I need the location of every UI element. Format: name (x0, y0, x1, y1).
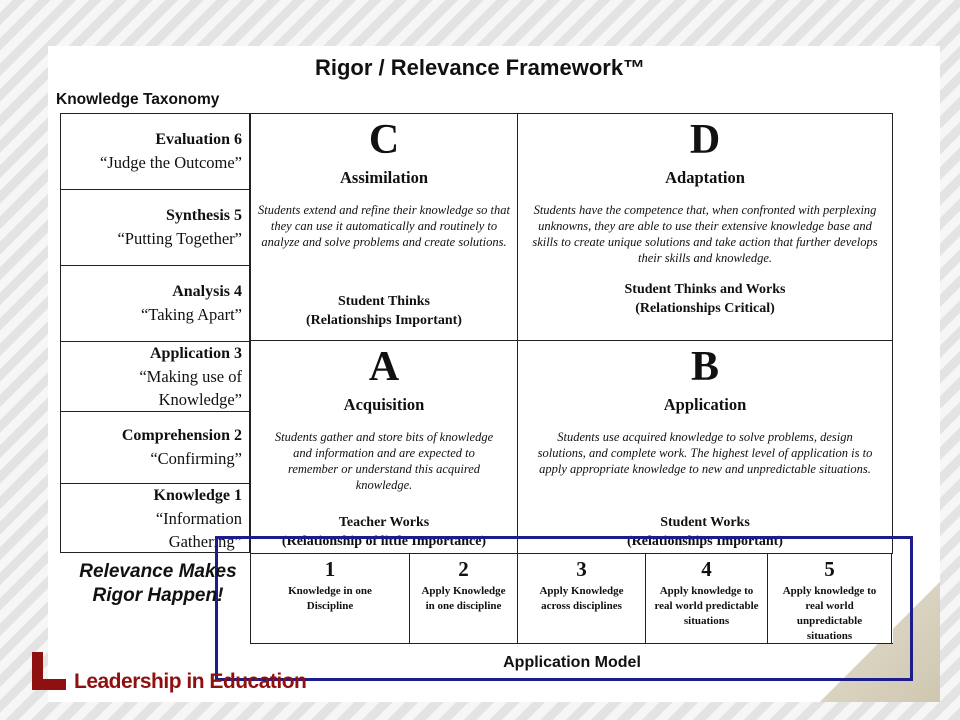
application-level-1: 1 Knowledge in one Discipline (251, 554, 410, 644)
quadrant-letter: B (690, 344, 719, 390)
taxonomy-level-application: Application 3 “Making use of Knowledge” (60, 341, 250, 411)
quadrant-role-block: Student Thinks and Works (Relationships … (519, 280, 891, 318)
application-model-highlight (215, 536, 913, 681)
level-description: “Taking Apart” (140, 305, 242, 324)
quadrant-d: D Adaptation Students have the competenc… (519, 118, 891, 338)
quadrant-relationship: (Relationships Important) (306, 313, 462, 328)
leadership-logo-icon (32, 652, 66, 690)
application-level-3: 3 Apply Knowledge across disciplines (518, 554, 646, 644)
level-description: “Making use of Knowledge” (139, 367, 242, 409)
application-description: Apply knowledge to real world predictabl… (654, 585, 759, 627)
quadrant-role-block: Student Thinks (Relationships Important) (252, 292, 516, 330)
quadrant-a: A Acquisition Students gather and store … (252, 345, 516, 552)
quadrant-role: Student Works (660, 515, 750, 530)
quadrant-letter: D (689, 117, 721, 163)
quadrant-description: Students extend and refine their knowled… (258, 203, 510, 249)
quadrant-divider-horizontal (250, 340, 893, 341)
application-scale (250, 553, 893, 644)
level-description: “Judge the Outcome” (99, 153, 242, 172)
quadrant-letter: C (368, 117, 400, 163)
quadrant-b: B Application Students use acquired know… (519, 345, 891, 552)
level-name: Application 3 (149, 345, 242, 362)
quadrant-grid (250, 113, 893, 554)
quadrant-description: Students use acquired knowledge to solve… (537, 430, 873, 476)
application-number: 3 (576, 557, 587, 581)
taxonomy-level-synthesis: Synthesis 5 “Putting Together” (60, 189, 250, 265)
knowledge-taxonomy-heading: Knowledge Taxonomy (56, 91, 220, 108)
application-description: Knowledge in one Discipline (288, 585, 372, 612)
relevance-caption: Relevance Makes Rigor Happen! (79, 561, 237, 606)
application-number: 4 (701, 557, 712, 581)
quadrant-c: C Assimilation Students extend and refin… (252, 118, 516, 338)
application-number: 2 (458, 557, 469, 581)
taxonomy-level-evaluation: Evaluation 6 “Judge the Outcome” (60, 113, 250, 189)
quadrant-name: Adaptation (665, 168, 745, 187)
quadrant-relationship: (Relationships Critical) (635, 301, 775, 316)
quadrant-description: Students gather and store bits of knowle… (274, 430, 494, 492)
level-description: “Confirming” (150, 449, 242, 468)
application-level-2: 2 Apply Knowledge in one discipline (410, 554, 518, 644)
level-name: Evaluation 6 (155, 131, 242, 148)
level-name: Comprehension 2 (121, 427, 242, 444)
logo-wordmark: Leadership in Education (74, 670, 307, 693)
application-description: Apply Knowledge in one discipline (421, 585, 506, 612)
level-name: Synthesis 5 (165, 207, 242, 224)
quadrant-role: Student Thinks and Works (624, 282, 786, 297)
level-description: “Putting Together” (117, 229, 242, 248)
application-number: 1 (324, 557, 336, 581)
application-level-4: 4 Apply knowledge to real world predicta… (646, 554, 768, 644)
level-name: Analysis 4 (172, 283, 242, 300)
taxonomy-level-analysis: Analysis 4 “Taking Apart” (60, 265, 250, 341)
quadrant-letter: A (368, 344, 400, 390)
slide-title: Rigor / Relevance Framework™ (314, 55, 646, 80)
quadrant-name: Application (663, 395, 747, 414)
quadrant-role: Teacher Works (338, 515, 430, 530)
quadrant-role: Student Thinks (338, 294, 430, 309)
application-description: Apply knowledge to real world unpredicta… (782, 585, 877, 642)
application-description: Apply Knowledge across disciplines (539, 585, 624, 612)
quadrant-name: Assimilation (339, 168, 428, 187)
quadrant-name: Acquisition (343, 395, 425, 414)
application-model-label: Application Model (503, 654, 641, 671)
taxonomy-level-knowledge: Knowledge 1 “Information Gathering” (60, 483, 250, 553)
application-number: 5 (824, 557, 835, 581)
quadrant-divider-vertical (517, 113, 518, 554)
application-level-5: 5 Apply knowledge to real world unpredic… (768, 554, 892, 644)
taxonomy-level-comprehension: Comprehension 2 “Confirming” (60, 411, 250, 483)
quadrant-description: Students have the competence that, when … (532, 203, 878, 265)
level-name: Knowledge 1 (153, 487, 242, 504)
